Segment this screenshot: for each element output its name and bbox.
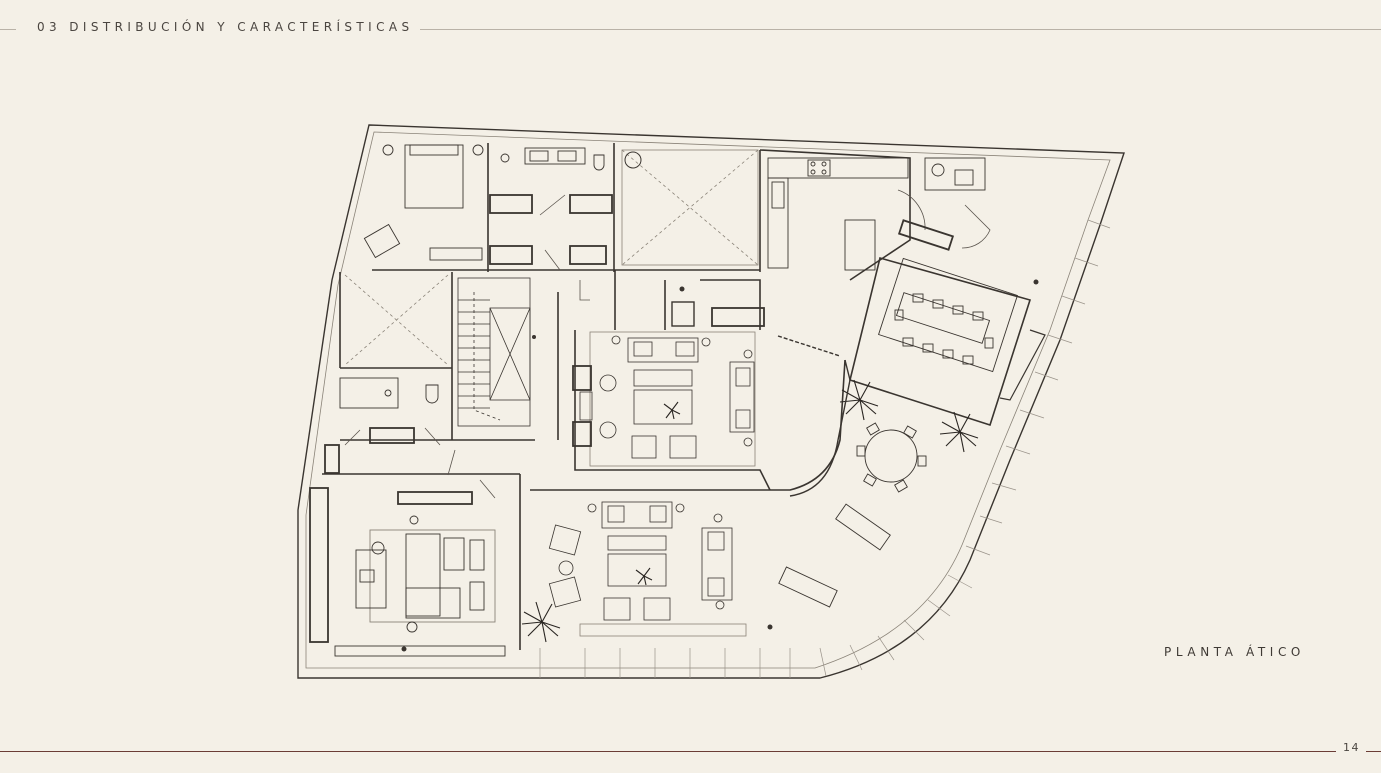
header-rule-right [420, 29, 1381, 30]
bathroom-left [324, 377, 439, 474]
plan-outline [297, 124, 1125, 679]
terrace-wall [789, 359, 851, 497]
dining-room [878, 257, 1018, 373]
interior-walls [322, 143, 1032, 650]
door-swings [344, 189, 991, 499]
plan-outline-inner [305, 131, 1111, 669]
planter-plants [521, 379, 979, 643]
storage-unit [711, 307, 765, 327]
kitchen [767, 157, 986, 271]
column-detail [624, 151, 642, 169]
staircase [457, 277, 531, 427]
sliding-door-track [777, 335, 841, 357]
terrace-deck [539, 219, 1111, 678]
terrace-furniture [778, 422, 927, 608]
utility-room-cabinet [671, 301, 695, 327]
living-room-2 [548, 501, 747, 637]
dining-chairs [894, 293, 994, 365]
page-number: 14 [1343, 741, 1360, 754]
plan-label: PLANTA ÁTICO [1164, 645, 1305, 659]
footer-rule-right [1366, 751, 1381, 752]
header-rule-left [0, 29, 16, 30]
living-room-1 [572, 331, 756, 467]
master-bedroom [363, 144, 484, 261]
terrace-glazing [999, 329, 1046, 401]
bathroom-top [489, 147, 613, 265]
void-areas [344, 149, 759, 366]
section-title: 03 DISTRIBUCIÓN Y CARACTERÍSTICAS [37, 20, 414, 34]
footer-rule-left [0, 751, 1336, 752]
bedroom-2 [309, 487, 506, 657]
